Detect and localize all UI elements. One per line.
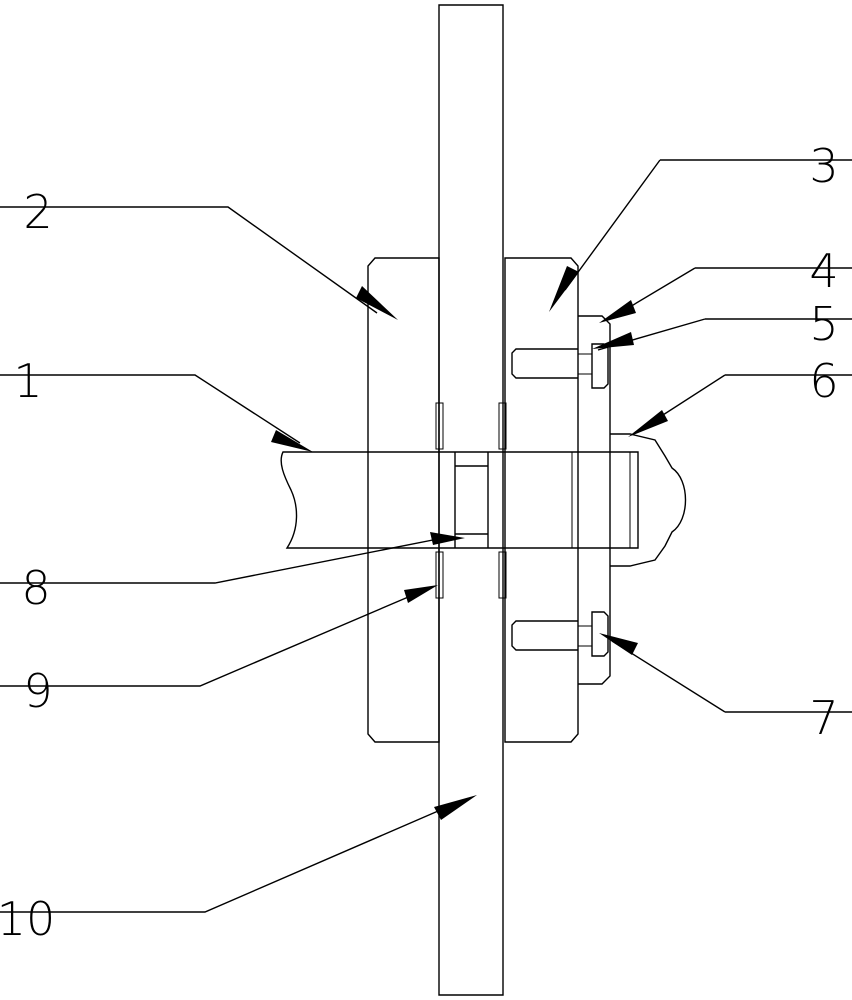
shaft	[280, 451, 639, 549]
callout-9: 9	[23, 664, 52, 718]
vertical-plate	[438, 4, 504, 996]
left-clamp-block	[367, 257, 440, 743]
upper-bolt	[511, 343, 609, 389]
callout-6: 6	[809, 354, 838, 408]
flange-plate	[578, 315, 611, 685]
leader-lines	[0, 159, 852, 913]
end-cap	[610, 433, 687, 567]
right-clamp-block	[504, 257, 579, 743]
callout-8: 8	[21, 561, 50, 615]
shaft-collar-lines	[367, 452, 579, 548]
callout-4: 4	[809, 244, 838, 298]
leader-arrowheads	[271, 266, 668, 820]
callout-7: 7	[809, 691, 838, 745]
gaskets	[435, 402, 507, 599]
callout-5: 5	[809, 297, 838, 351]
callout-10: 10	[0, 892, 55, 946]
lower-bolt	[511, 611, 609, 657]
center-sleeve	[454, 452, 489, 548]
callout-3: 3	[809, 139, 838, 193]
callout-2: 2	[23, 185, 52, 239]
callout-1: 1	[13, 354, 42, 408]
